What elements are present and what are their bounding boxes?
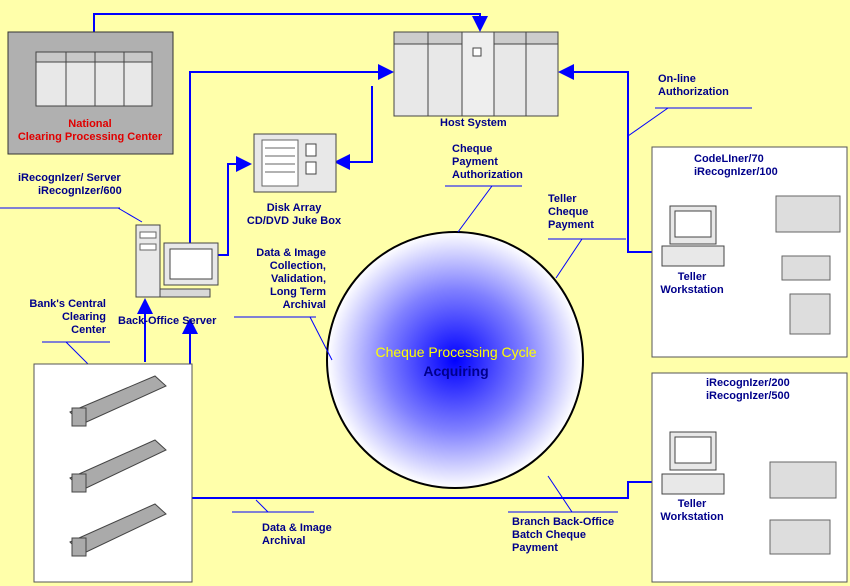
arrow-server-to-host (189, 64, 394, 250)
cheque-payment-auth-line2: Payment (452, 156, 498, 168)
data-collection-line3: Validation, (270, 273, 326, 285)
teller-ws1-line1: Teller (677, 271, 707, 283)
teller-workstation-1-icon (661, 205, 725, 267)
teller-ws1-line2: Workstation (660, 284, 724, 296)
national-center-line1: National (68, 118, 112, 130)
banks-central-line3: Center (71, 324, 106, 336)
national-center-label: National Clearing Processing Center (10, 118, 170, 144)
host-system-text: Host System (440, 117, 507, 129)
cheque-payment-auth-line3: Authorization (452, 169, 523, 181)
teller-cheque-payment-label: Teller Cheque Payment (548, 193, 594, 232)
data-archival-label: Data & Image Archival (262, 522, 332, 548)
national-center-line2: Clearing Processing Center (17, 131, 163, 143)
irecognizer-server-line1: iRecognIzer/ Server (18, 172, 121, 184)
arrow-teller-to-host (558, 64, 655, 253)
cycle-title-line1: Cheque Processing Cycle (375, 344, 537, 360)
back-office-server-label: Back-Office Server (118, 315, 216, 328)
teller-workstation-2-icon (661, 431, 725, 495)
irecognizer-server-line2: iRecognIzer/600 (38, 185, 122, 197)
banks-central-line1: Bank's Central (29, 298, 106, 310)
host-system-icon (393, 31, 559, 117)
arrow-national-to-host (94, 13, 488, 32)
irecognizer-server-label: iRecognIzer/ Server iRecognIzer/600 (18, 172, 122, 198)
disk-array-label: Disk Array CD/DVD Juke Box (244, 202, 344, 228)
cheque-payment-auth-line1: Cheque (452, 143, 493, 155)
disk-array-line2: CD/DVD Juke Box (246, 215, 342, 227)
online-auth-line2: Authorization (658, 86, 729, 98)
teller-ws2-label: Teller Workstation (657, 498, 727, 524)
teller-ws1-label: Teller Workstation (657, 271, 727, 297)
disk-array-icon (253, 133, 337, 193)
arrow-host-to-disk (334, 86, 373, 170)
cycle-title-line2: Acquiring (423, 363, 489, 379)
processing-cycle-circle (326, 231, 584, 489)
branch-batch-line1: Branch Back-Office (512, 516, 615, 528)
banks-central-line2: Clearing (61, 311, 106, 323)
online-auth-label: On-line Authorization (658, 73, 729, 99)
data-archival-line1: Data & Image (262, 522, 332, 534)
teller-cheque-payment-line1: Teller (548, 193, 577, 205)
branch-batch-label: Branch Back-Office Batch Cheque Payment (512, 516, 614, 555)
codeliner-line2: iRecognIzer/100 (694, 166, 778, 178)
irecognizer-200-line2: iRecognIzer/500 (706, 390, 790, 402)
codeliner-label: CodeLIner/70 iRecognIzer/100 (694, 153, 778, 179)
cheque-devices-2-icon (769, 461, 837, 555)
branch-batch-line2: Batch Cheque (512, 529, 586, 541)
national-mainframe-icon (35, 51, 153, 107)
disk-array-line1: Disk Array (266, 202, 322, 214)
teller-ws2-line1: Teller (677, 498, 707, 510)
cheque-payment-auth-label: Cheque Payment Authorization (452, 143, 523, 182)
host-system-label: Host System (440, 117, 507, 130)
codeliner-line1: CodeLIner/70 (694, 153, 764, 165)
irecognizer-200-label: iRecognIzer/200 iRecognIzer/500 (706, 377, 790, 403)
banks-central-label: Bank's Central Clearing Center (20, 298, 106, 337)
data-collection-label: Data & Image Collection, Validation, Lon… (238, 247, 326, 312)
data-collection-line5: Archival (282, 299, 326, 311)
back-office-server-icon (135, 224, 219, 298)
teller-ws2-line2: Workstation (660, 511, 724, 523)
cycle-title: Cheque Processing Cycle Acquiring (330, 343, 582, 381)
data-archival-line2: Archival (262, 535, 306, 547)
data-collection-line2: Collection, (269, 260, 326, 272)
central-scanners-icon (69, 375, 167, 557)
back-office-server-text: Back-Office Server (118, 315, 217, 327)
data-collection-line4: Long Term (269, 286, 326, 298)
branch-batch-line3: Payment (512, 542, 558, 554)
cheque-devices-1-icon (775, 195, 841, 335)
irecognizer-200-line1: iRecognIzer/200 (706, 377, 790, 389)
online-auth-line1: On-line (658, 73, 696, 85)
teller-cheque-payment-line2: Cheque (548, 206, 589, 218)
data-collection-line1: Data & Image (256, 247, 326, 259)
teller-cheque-payment-line3: Payment (548, 219, 594, 231)
